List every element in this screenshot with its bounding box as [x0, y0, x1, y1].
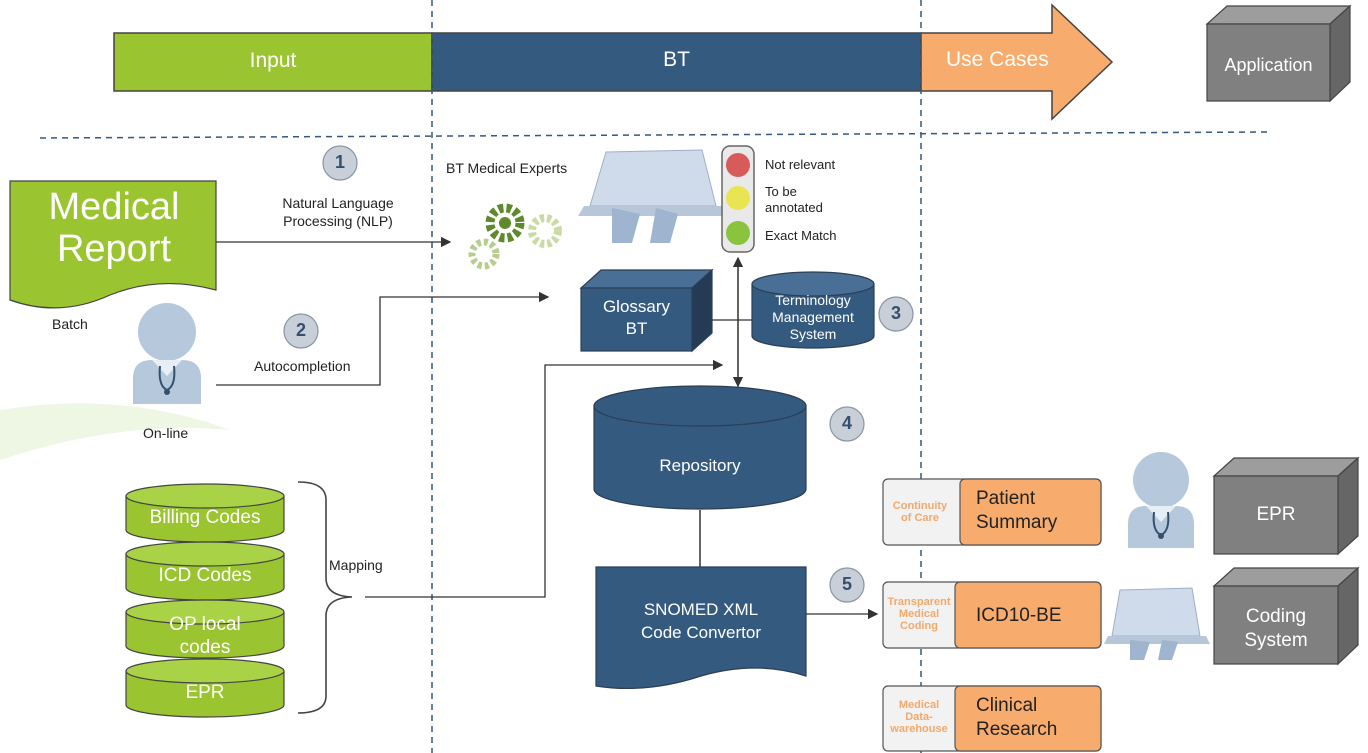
op-local-codes-label: OP local codes — [169, 614, 241, 658]
mapping-brace — [297, 481, 353, 714]
glossary-cube — [579, 268, 714, 353]
step-circles — [283, 145, 914, 603]
icd-codes-cylinder — [125, 541, 285, 601]
snomed-document — [595, 566, 807, 690]
laptop-keyboard-icon — [578, 149, 728, 243]
background-swoosh — [0, 403, 230, 460]
bt-band — [431, 32, 922, 92]
repository-cylinder — [593, 385, 807, 510]
coding-system-cube — [1212, 566, 1360, 666]
red-light — [726, 153, 750, 177]
doctor-icon-left — [133, 303, 201, 404]
keyboard-icon-right — [1104, 587, 1210, 660]
use-cases-arrow — [920, 3, 1114, 121]
glossary-label: Glossary BT — [602, 297, 671, 338]
clinical-research-label: Clinical Research — [976, 695, 1058, 740]
yellow-light — [726, 186, 750, 210]
step-4-number: 4 — [841, 413, 852, 433]
billing-codes-label: Billing Codes — [149, 507, 261, 528]
snomed-label: SNOMED XML Code Convertor — [640, 600, 761, 642]
icd10-be-label: ICD10-BE — [976, 605, 1062, 626]
use-case-box-patient-summary — [882, 478, 1102, 546]
online-label: On-line — [143, 425, 189, 441]
icd-codes-label: ICD Codes — [158, 565, 252, 586]
use-case-box-icd10 — [882, 581, 1102, 649]
medical-report-title: Medical Report — [48, 186, 180, 270]
terminology-label: Terminology Management System — [772, 292, 854, 342]
doctor-icon-right — [1128, 452, 1194, 548]
billing-codes-cylinder — [125, 483, 285, 543]
step-1-number: 1 — [334, 152, 345, 172]
bt-medical-experts-label: BT Medical Experts — [446, 160, 568, 176]
input-label: Input — [249, 49, 297, 72]
transparent-medical-coding-tag: Transparent Medical Coding — [887, 596, 951, 632]
epr-application-cube — [1212, 456, 1360, 556]
epr-application-label: EPR — [1256, 504, 1296, 525]
use-cases-label: Use Cases — [946, 48, 1049, 71]
autocompletion-label: Autocompletion — [254, 358, 351, 374]
repository-label: Repository — [659, 456, 741, 475]
batch-label: Batch — [52, 316, 88, 332]
not-relevant-label: Not relevant — [765, 157, 836, 172]
bt-label: BT — [663, 48, 690, 71]
horizontal-divider — [39, 131, 1269, 139]
medical-datawarehouse-tag: Medical Data- warehouse — [890, 699, 948, 735]
traffic-light-icon — [721, 145, 755, 253]
to-be-annotated-label: To be annotated — [765, 184, 823, 215]
mapping-label: Mapping — [329, 557, 383, 573]
nlp-label: Natural Language Processing (NLP) — [282, 195, 394, 229]
coding-system-label: Coding System — [1244, 606, 1308, 651]
use-case-box-clinical-research — [882, 685, 1102, 752]
application-cube — [1205, 4, 1352, 103]
medical-report-document — [9, 180, 217, 309]
step-2-number: 2 — [295, 320, 306, 340]
mapping-arrow — [365, 359, 724, 598]
gears-icon — [468, 203, 562, 270]
green-light — [726, 221, 750, 245]
application-label: Application — [1224, 55, 1313, 75]
patient-summary-label: Patient Summary — [976, 488, 1058, 533]
exact-match-label: Exact Match — [765, 228, 837, 243]
epr-source-label: EPR — [185, 682, 225, 703]
continuity-of-care-tag: Continuity of Care — [892, 500, 948, 524]
step-3-number: 3 — [890, 303, 901, 323]
terminology-cylinder — [751, 271, 875, 349]
step-5-number: 5 — [841, 574, 852, 594]
autocompletion-arrow — [216, 291, 550, 386]
epr-source-cylinder — [125, 658, 285, 718]
op-local-codes-cylinder — [125, 599, 285, 659]
